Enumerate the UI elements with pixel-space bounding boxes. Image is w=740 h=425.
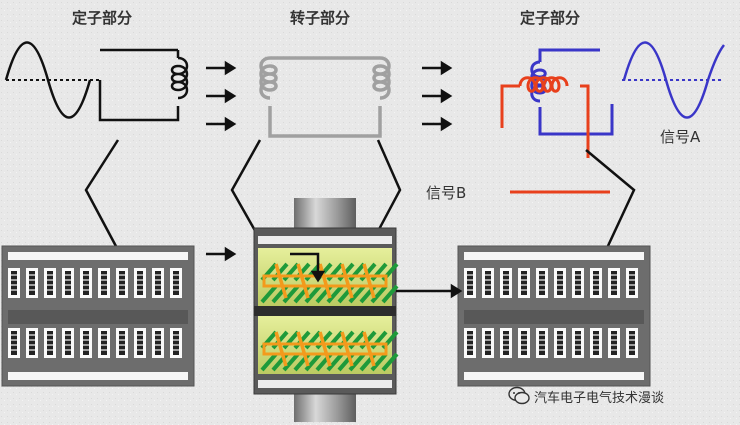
stator-slot: [26, 268, 38, 298]
stator-slot: [500, 328, 512, 358]
stator-slot: [572, 268, 584, 298]
stator-slot: [518, 268, 530, 298]
wechat-icon: [508, 386, 530, 405]
stator-slot: [98, 268, 110, 298]
green-winding: [304, 284, 322, 304]
green-winding: [260, 352, 278, 372]
rotor-shaft-bottom: [294, 392, 356, 422]
green-winding: [304, 352, 322, 372]
stator-slot: [482, 328, 494, 358]
green-winding: [282, 352, 300, 372]
stator-slot: [62, 328, 74, 358]
stator-slot: [518, 328, 530, 358]
watermark: 汽车电子电气技术漫谈: [508, 386, 664, 406]
green-winding: [282, 284, 300, 304]
orange-winding: [362, 331, 376, 367]
stator-slot: [482, 268, 494, 298]
stator-slot: [608, 328, 620, 358]
orange-winding: [340, 263, 354, 299]
stator-slot: [116, 268, 128, 298]
stator-block-right: [457, 245, 651, 387]
stator-slot: [170, 328, 182, 358]
stator-slot: [152, 268, 164, 298]
stator-slot: [80, 268, 92, 298]
stator-coil-left: [98, 48, 189, 122]
green-winding: [326, 352, 344, 372]
stator-slot: [572, 328, 584, 358]
watermark-text: 汽车电子电气技术漫谈: [534, 390, 665, 406]
orange-winding: [296, 331, 310, 367]
rotor-shaft-top: [294, 198, 356, 228]
stator-slot: [170, 268, 182, 298]
stator-slots-right: [464, 268, 638, 358]
stator-slot: [26, 328, 38, 358]
green-winding: [370, 352, 388, 372]
orange-winding: [274, 263, 288, 299]
stator-slot: [44, 328, 56, 358]
stator-slot: [464, 268, 476, 298]
orange-winding: [362, 263, 376, 299]
stator-slot: [608, 268, 620, 298]
stator-slot: [500, 268, 512, 298]
stator-slot: [44, 268, 56, 298]
title-stator-right: 定子部分: [520, 9, 581, 27]
stator-slot: [134, 328, 146, 358]
stator-slot: [536, 328, 548, 358]
stator-slot: [590, 328, 602, 358]
stator-slot: [116, 328, 128, 358]
stator-slot: [62, 268, 74, 298]
flux-arrows-left: [206, 60, 237, 132]
rotor-signal-arrows: [290, 252, 463, 299]
green-winding: [381, 352, 399, 372]
stator-slot: [152, 328, 164, 358]
green-winding: [381, 284, 399, 304]
label-signal-b: 信号B: [426, 184, 467, 202]
stator-slot: [464, 328, 476, 358]
stator-slot: [554, 328, 566, 358]
stator-slot: [98, 328, 110, 358]
rotor-windings: [260, 262, 399, 372]
stator-block-left: [1, 245, 195, 387]
flux-arrows-right: [422, 60, 453, 132]
stator-slot: [626, 328, 638, 358]
signal-a-sine-wave: [622, 41, 726, 119]
green-winding: [348, 352, 366, 372]
green-winding: [260, 284, 278, 304]
stator-slot: [8, 328, 20, 358]
stator-slots-left: [8, 268, 182, 358]
stator-slot: [590, 268, 602, 298]
stator-slot: [134, 268, 146, 298]
stator-slot: [80, 328, 92, 358]
stator-slot: [536, 268, 548, 298]
rotor-assembly: [253, 198, 397, 422]
orange-winding: [296, 263, 310, 299]
title-stator-left: 定子部分: [72, 9, 133, 27]
orange-winding: [318, 331, 332, 367]
stator-coil-red: [500, 76, 610, 194]
title-rotor: 转子部分: [290, 9, 351, 27]
label-signal-a: 信号A: [660, 128, 701, 146]
orange-winding: [340, 331, 354, 367]
orange-winding: [274, 331, 288, 367]
green-winding: [326, 284, 344, 304]
stator-slot: [8, 268, 20, 298]
rotor-coil: [259, 56, 391, 138]
orange-winding: [318, 263, 332, 299]
stator-slot: [626, 268, 638, 298]
green-winding: [370, 284, 388, 304]
green-winding: [348, 284, 366, 304]
arrow-stator-to-rotor: [206, 246, 237, 262]
stator-slot: [554, 268, 566, 298]
